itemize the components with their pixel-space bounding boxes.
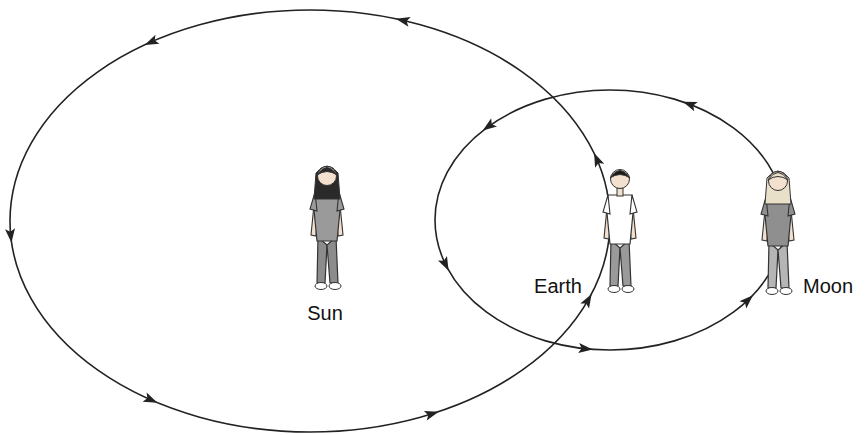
figure-part: [315, 283, 327, 290]
figure-part: [329, 283, 341, 290]
orbit-arrowhead: [438, 256, 453, 273]
figure-part: [766, 288, 778, 295]
figure-part: [317, 168, 337, 176]
moon-orbit: [435, 90, 785, 350]
figure-part: [620, 240, 631, 286]
figure-part: [603, 195, 610, 214]
figure-part: [314, 166, 340, 199]
figure-part: [768, 173, 788, 181]
orbit-arrowhead: [143, 393, 160, 408]
figure-part: [765, 171, 791, 204]
figure-part: [327, 237, 338, 283]
orbit-arrowhead: [5, 228, 16, 243]
body-label: Earth: [532, 274, 584, 298]
figure-part: [610, 240, 620, 286]
orbit-arrowhead: [424, 407, 440, 421]
figure-part: [769, 172, 788, 191]
label-holder: Moon: [801, 274, 855, 298]
person-figure: [603, 170, 637, 293]
figure-part: [607, 195, 633, 244]
person-figure: [310, 166, 344, 290]
orbit-arrowhead: [143, 35, 160, 50]
person-figure: [761, 171, 795, 295]
earth-orbit: [10, 10, 610, 432]
orbit-arrowhead: [739, 292, 756, 309]
figure-part: [778, 242, 789, 288]
orbit-arrowhead: [578, 343, 593, 354]
figure-part: [610, 171, 630, 179]
figure-part: [317, 237, 327, 283]
orbit-arrowhead: [590, 151, 605, 168]
figure-part: [630, 195, 637, 214]
label-holder: Earth: [532, 274, 584, 298]
orbit-arrowhead: [395, 14, 411, 27]
figure-part: [318, 167, 337, 186]
figure-part: [780, 288, 792, 295]
orbit-arrowhead: [480, 118, 497, 134]
figure-part: [768, 242, 778, 288]
figure-part: [608, 286, 620, 293]
figure-part: [611, 170, 630, 189]
label-holder: Sun: [305, 301, 345, 325]
figure-part: [617, 188, 623, 196]
orbit-arrowhead: [681, 97, 698, 111]
body-label: Moon: [801, 274, 855, 298]
body-label: Sun: [305, 301, 345, 325]
figure-part: [622, 286, 634, 293]
